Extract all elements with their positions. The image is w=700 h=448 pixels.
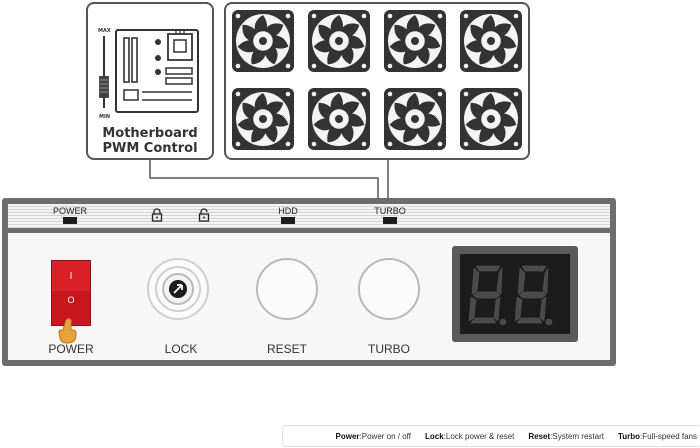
hdd-led <box>281 217 295 224</box>
motherboard-icon: MAX MIN <box>98 28 199 120</box>
fan-icon <box>232 10 294 72</box>
fan-icon <box>308 88 370 150</box>
max-label: MAX <box>98 28 111 34</box>
legend-item-reset: Reset:System restart <box>528 431 604 441</box>
legend-item-power: Power:Power on / off <box>335 431 411 441</box>
hand-pointer-icon <box>58 318 77 344</box>
power-led <box>63 217 77 224</box>
fan-icon <box>308 10 370 72</box>
legend-bar: Power:Power on / off Lock:Lock power & r… <box>282 425 700 447</box>
turbo-led-label: TURBO <box>374 206 406 216</box>
fan-icon <box>460 10 522 72</box>
motherboard-title-line2: PWM Control <box>102 141 198 156</box>
key-lock-icon <box>155 266 201 312</box>
turbo-button-label: TURBO <box>368 342 410 356</box>
power-led-label: POWER <box>52 206 87 216</box>
fan-icon <box>232 88 294 150</box>
power-off-symbol: O <box>67 295 75 305</box>
segment-display-screen <box>460 254 570 334</box>
fan-icon <box>384 88 446 150</box>
fan-box <box>224 2 530 160</box>
fan-icon <box>384 10 446 72</box>
segment-digits <box>468 265 553 326</box>
reset-button-label: RESET <box>266 342 307 356</box>
motherboard-title-line1: Motherboard <box>102 126 198 141</box>
reset-button[interactable] <box>256 258 318 320</box>
lock-closed-icon <box>151 208 163 222</box>
turbo-button[interactable] <box>358 258 420 320</box>
indicator-strip <box>8 204 610 228</box>
motherboard-box: MAX MIN Motherboard PWM Control <box>86 2 214 160</box>
legend-item-turbo: Turbo:Full-speed fans <box>617 431 697 441</box>
min-label: MIN <box>99 114 110 120</box>
legend-item-lock: Lock:Lock power & reset <box>424 431 515 441</box>
lock-button[interactable] <box>147 258 209 320</box>
power-button-label: POWER <box>48 342 94 356</box>
fan-icon <box>460 88 522 150</box>
lock-button-label: LOCK <box>164 342 198 356</box>
power-button[interactable]: I O <box>51 260 91 326</box>
hdd-led-label: HDD <box>278 206 298 216</box>
power-on-symbol: I <box>69 271 73 282</box>
lock-open-icon <box>198 208 210 222</box>
turbo-led <box>383 217 397 224</box>
